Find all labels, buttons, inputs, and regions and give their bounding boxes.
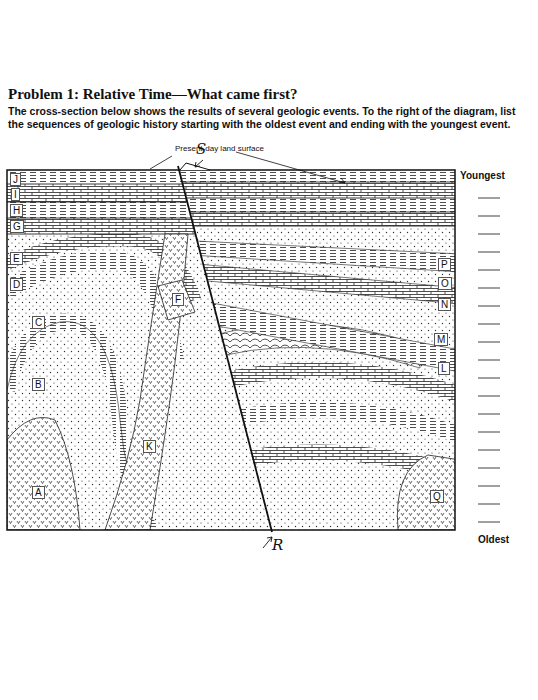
surface-label: Present-day land surface xyxy=(175,144,264,153)
layer-letter: I xyxy=(11,188,20,201)
layer-letter: N xyxy=(438,298,451,311)
layer-letter: Q xyxy=(430,490,444,503)
order-label: Oldest xyxy=(478,534,509,545)
layer-letter: E xyxy=(10,252,23,265)
problem-title: Problem 1: Relative Time—What came first… xyxy=(8,86,298,103)
layer-letter: A xyxy=(32,486,45,499)
layer-letter: K xyxy=(143,440,156,453)
order-label: Youngest xyxy=(460,170,505,181)
layer-letter: B xyxy=(32,378,45,391)
layer-letter: L xyxy=(438,362,450,375)
layer-letter: O xyxy=(438,277,452,290)
layer-letter: D xyxy=(10,278,23,291)
layer-letter: C xyxy=(32,316,45,329)
fault-letter: S xyxy=(196,140,206,158)
layer-letter: J xyxy=(10,173,21,186)
layer-letter: P xyxy=(438,258,451,271)
layer-letter: G xyxy=(10,220,24,233)
fault-letter: R xyxy=(272,536,283,554)
layer-letter: F xyxy=(172,293,184,306)
instructions: The cross-section below shows the result… xyxy=(8,105,530,130)
layer-letter: H xyxy=(10,204,23,217)
layer-letter: M xyxy=(434,333,448,346)
